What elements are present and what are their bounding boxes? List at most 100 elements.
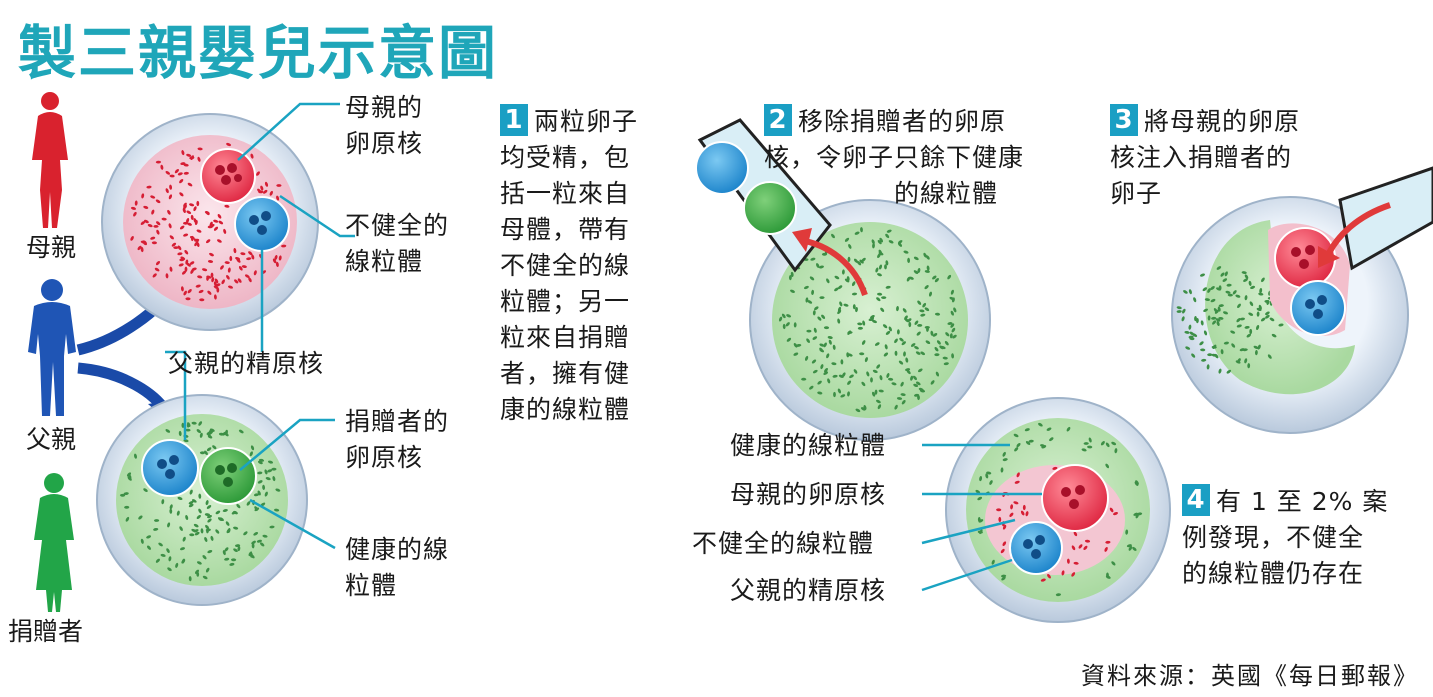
mitochondrion-speck [934, 277, 939, 283]
father-nucleus-1 [234, 196, 290, 252]
mitochondrion-speck [1182, 308, 1186, 314]
mitochondrion-speck [251, 540, 256, 545]
mitochondrion-speck [788, 275, 792, 281]
mitochondrion-speck [896, 306, 899, 312]
mitochondrion-speck [187, 222, 192, 226]
mitochondrion-speck [209, 428, 215, 432]
mitochondrion-speck [1216, 266, 1222, 270]
mitochondrion-speck [254, 507, 260, 512]
mitochondrion-speck [934, 353, 940, 357]
mitochondrion-speck [885, 285, 891, 289]
mitochondrion-speck [879, 375, 883, 381]
mitochondrion-speck [1189, 337, 1195, 341]
source-credit: 資料來源：英國《每日郵報》 [1081, 662, 1419, 690]
mitochondrion-speck [1213, 308, 1218, 313]
mitochondrion-speck [182, 208, 186, 213]
mitochondrion-speck [1259, 288, 1263, 294]
mitochondrion-speck [120, 493, 126, 497]
mitochondrion-speck [1239, 317, 1245, 321]
mitochondrion-speck [168, 556, 172, 562]
mitochondrion-speck [143, 488, 148, 493]
mitochondrion-speck [1088, 437, 1092, 443]
mitochondrion-speck [824, 367, 828, 373]
mitochondrion-speck [176, 510, 180, 516]
mitochondrion-speck [1204, 298, 1210, 302]
mitochondrion-speck [1220, 349, 1224, 355]
mitochondrion-speck [1202, 287, 1208, 292]
mitochondrion-speck [874, 389, 878, 395]
mitochondrion-speck [1009, 512, 1014, 517]
mitochondrion-speck [140, 221, 146, 225]
mitochondrion-speck [871, 239, 875, 245]
mitochondrion-speck [169, 266, 173, 272]
mitochondrion-speck [140, 246, 144, 253]
mitochondrion-speck [205, 239, 211, 244]
mitochondrion-speck [212, 445, 217, 450]
mitochondrion-speck [886, 372, 890, 379]
mitochondrion-speck [859, 352, 865, 356]
mitochondrion-speck [1226, 369, 1232, 374]
mitochondrion-speck [262, 484, 266, 490]
mitochondrion-speck [853, 258, 859, 263]
mitochondrion-speck [913, 383, 919, 388]
mitochondrion-speck [920, 351, 926, 356]
mitochondrion-speck [781, 313, 786, 319]
mitochondrion-speck [859, 259, 864, 264]
mitochondrion-speck [979, 476, 983, 482]
mitochondrion-speck [875, 267, 879, 273]
mitochondrion-speck [1223, 341, 1229, 345]
mitochondrion-speck [207, 260, 214, 263]
mitochondrion-speck [236, 503, 241, 509]
mitochondrion-speck [1061, 570, 1065, 576]
mitochondrion-speck [905, 368, 911, 372]
mitochondrion-speck [1073, 561, 1079, 565]
mitochondrion-speck [837, 388, 842, 394]
step-4-badge: 4 [1182, 484, 1210, 516]
mitochondrion-speck [189, 156, 195, 160]
mitochondrion-speck [190, 214, 194, 220]
mitochondrion-speck [1212, 320, 1217, 325]
mitochondrion-speck [1265, 311, 1270, 316]
mitochondrion-speck [177, 172, 183, 176]
mitochondrion-speck [894, 338, 898, 344]
mitochondrion-speck [256, 171, 260, 176]
step2-egg [749, 199, 991, 441]
mitochondrion-speck [932, 275, 937, 280]
mitochondrion-speck [1261, 277, 1265, 283]
mitochondrion-speck [936, 340, 941, 345]
mitochondrion-speck [1248, 280, 1252, 286]
mitochondrion-speck [847, 256, 851, 262]
mitochondrion-speck [924, 307, 930, 312]
mitochondrion-speck [179, 526, 183, 531]
mitochondrion-speck [190, 235, 194, 242]
mitochondrion-speck [1135, 480, 1139, 485]
mitochondrion-speck [790, 289, 795, 293]
mitochondrion-speck [169, 504, 173, 510]
mitochondrion-speck [823, 371, 829, 375]
mitochondrion-speck [1269, 317, 1275, 322]
mitochondrion-speck [262, 189, 268, 194]
mitochondrion-speck [1049, 437, 1054, 442]
mitochondrion-speck [1193, 297, 1197, 303]
mitochondrion-speck [886, 229, 892, 233]
mitochondrion-speck [209, 252, 214, 257]
mitochondrion-speck [1278, 323, 1284, 327]
mitochondrion-speck [1055, 593, 1061, 597]
mitochondrion-speck [1000, 548, 1005, 554]
mitochondrion-speck [953, 307, 957, 313]
mitochondrion-speck [831, 233, 835, 239]
mitochondrion-speck [169, 508, 173, 514]
mitochondrion-speck [224, 557, 230, 561]
mitochondrion-speck [897, 240, 903, 244]
mitochondrion-speck [1024, 428, 1030, 432]
mitochondrion-speck [811, 359, 817, 364]
mitochondrion-speck [1216, 321, 1220, 326]
mitochondrion-speck [817, 391, 823, 395]
mitochondrion-speck [1181, 316, 1185, 322]
mitochondrion-speck [1218, 285, 1222, 291]
mitochondrion-speck [210, 535, 214, 541]
mitochondrion-speck [207, 518, 212, 523]
mitochondrion-speck [871, 391, 876, 397]
mitochondrion-speck [253, 270, 257, 276]
